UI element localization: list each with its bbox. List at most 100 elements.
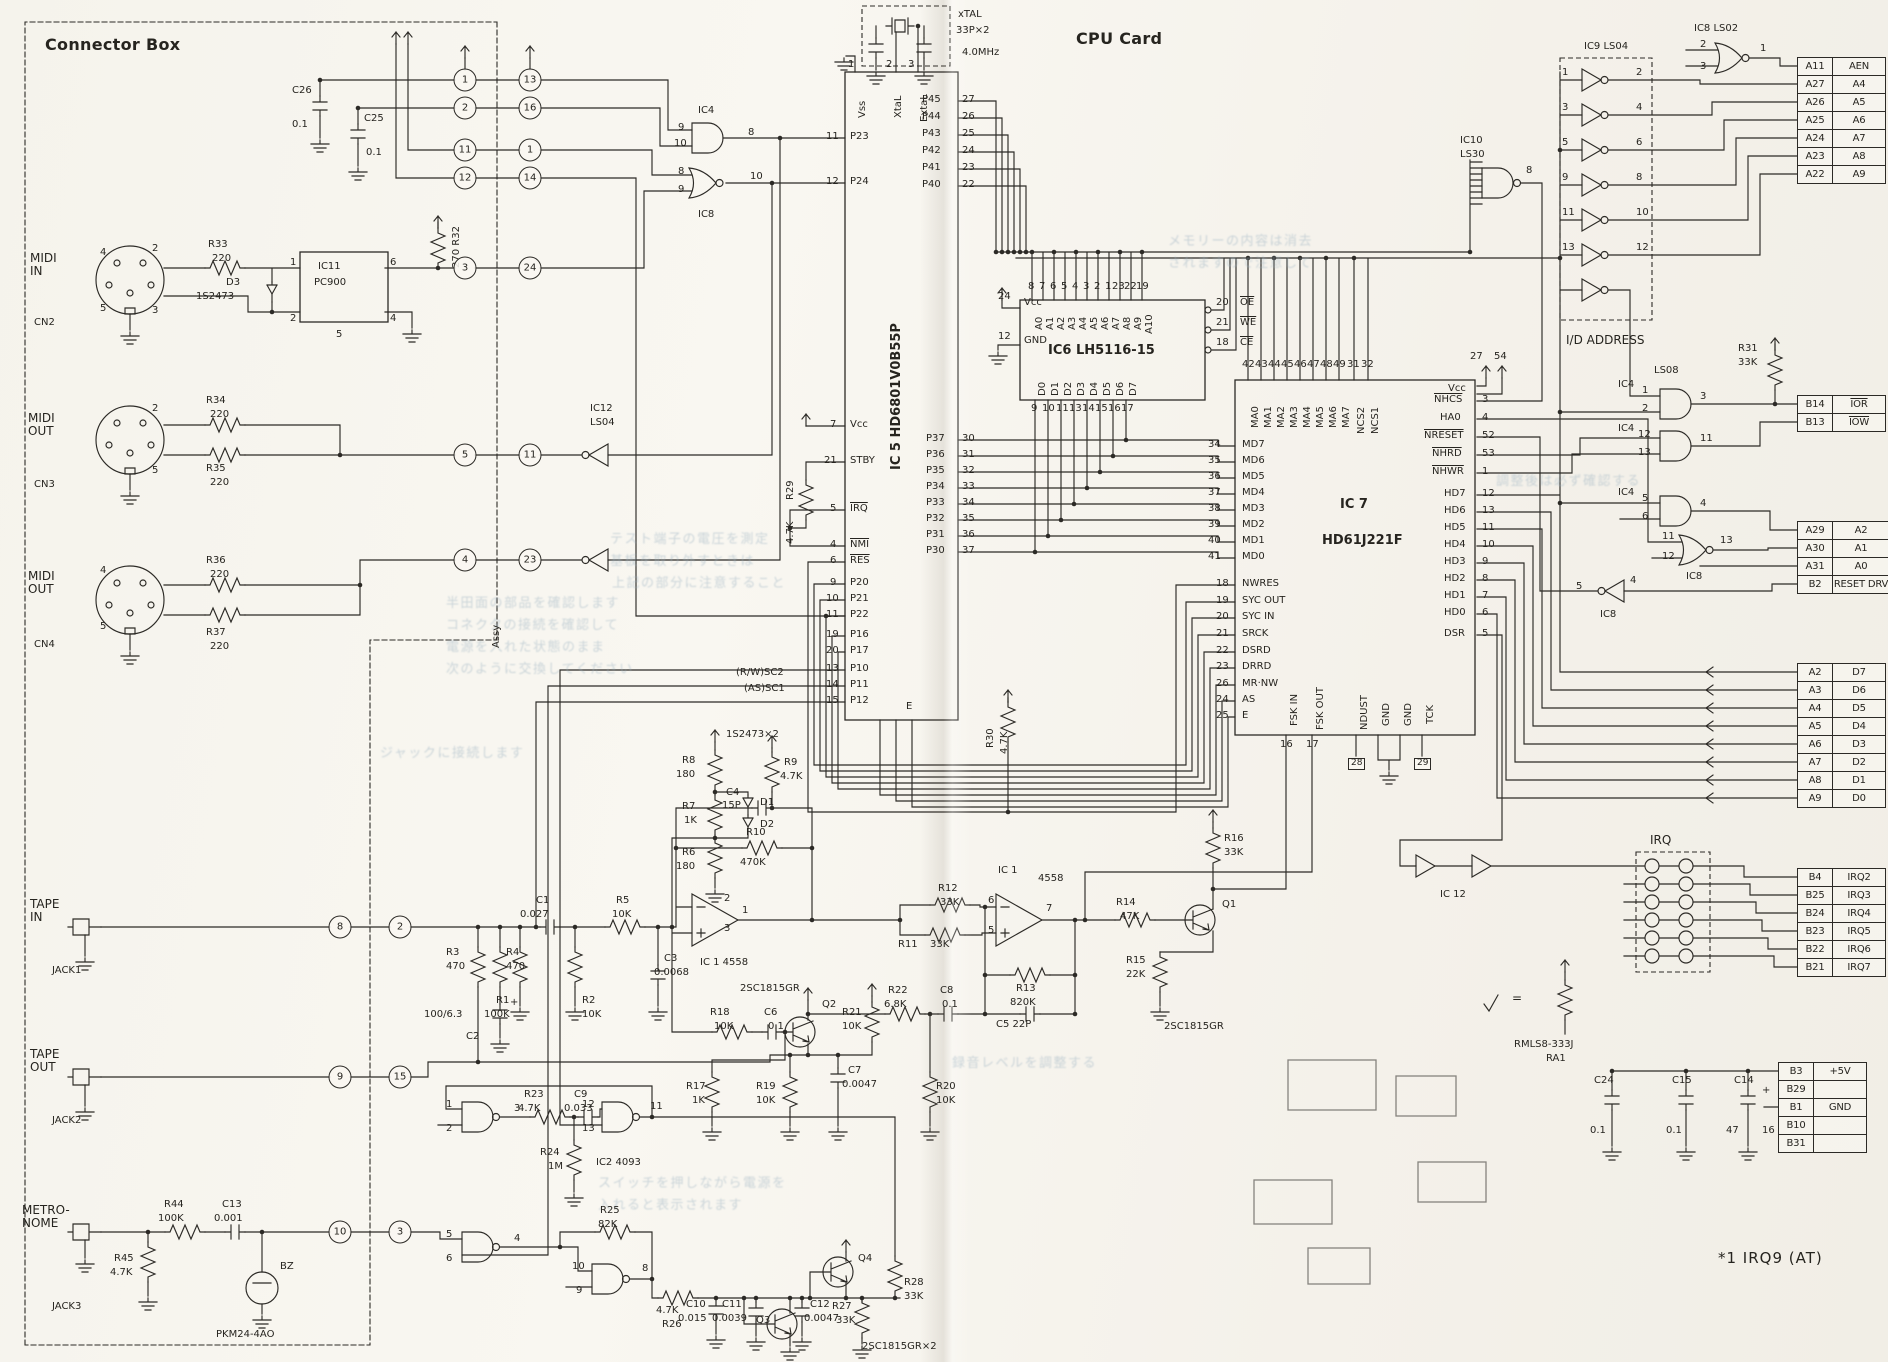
- schematic-label: 0.027: [520, 909, 549, 920]
- schematic-label: R29: [785, 480, 796, 500]
- ic5-box: [844, 71, 959, 721]
- schematic-label: 21: [1216, 317, 1229, 328]
- schematic-label: 470: [506, 961, 526, 972]
- bus-table-row: B31: [1779, 1134, 1866, 1152]
- schematic-label: C14: [1734, 1075, 1754, 1086]
- bus-signal-cell: IRQ3: [1847, 890, 1871, 901]
- schematic-label: 3: [1562, 102, 1569, 113]
- schematic-label: NCS1: [1370, 406, 1381, 434]
- schematic-label: R31: [1738, 343, 1758, 354]
- schematic-label: 2SC1815GR: [740, 983, 800, 994]
- schematic-label: 7: [1046, 903, 1053, 914]
- schematic-label: 10: [1636, 207, 1649, 218]
- print-bleedthrough: テスト端子の電圧を測定: [610, 532, 770, 547]
- schematic-label: OE: [1240, 297, 1255, 308]
- print-bleedthrough: 録音レベルを調整する: [952, 1056, 1098, 1071]
- connector-pin: 23: [518, 548, 542, 572]
- bus-signal-cell: A7: [1852, 133, 1866, 144]
- schematic-label: D3: [226, 277, 241, 288]
- schematic-label: 22: [1124, 281, 1137, 292]
- schematic-label: 3: [152, 305, 159, 316]
- schematic-label: R36: [206, 555, 226, 566]
- schematic-label: C13: [222, 1199, 242, 1210]
- schematic-label: 100K: [158, 1213, 184, 1224]
- schematic-label: R10: [746, 827, 766, 838]
- schematic-label: 1: [1760, 43, 1767, 54]
- schematic-label: 47: [1307, 359, 1320, 370]
- schematic-label: 1K: [684, 815, 697, 826]
- bus-pin-cell: A9: [1798, 790, 1833, 807]
- schematic-label: 22: [962, 179, 975, 190]
- schematic-label: 25: [962, 128, 975, 139]
- schematic-label: Q3: [756, 1315, 771, 1326]
- schematic-label: MA7: [1341, 406, 1352, 428]
- schematic-label: 14: [826, 679, 839, 690]
- schematic-label: 2: [152, 243, 159, 254]
- schematic-label: 6: [988, 895, 995, 906]
- schematic-label: 10: [1042, 403, 1055, 414]
- schematic-label: 4: [390, 313, 397, 324]
- schematic-label: P12: [850, 695, 869, 706]
- schematic-label: 10: [674, 138, 687, 149]
- schematic-label: P42: [922, 145, 941, 156]
- bus-signal-cell: IRQ6: [1847, 944, 1871, 955]
- schematic-label: MD7: [1242, 439, 1265, 450]
- bus-signal-cell: IRQ7: [1847, 962, 1871, 973]
- schematic-label: R1: [496, 995, 510, 1006]
- schematic-label: P22: [850, 609, 869, 620]
- ic12-label: IC12: [590, 403, 613, 414]
- bus-pin-cell: A24: [1798, 130, 1833, 147]
- schematic-label: 1: [1482, 466, 1489, 477]
- bus-pin-cell: A26: [1798, 94, 1833, 111]
- schematic-label: 33K: [1224, 847, 1244, 858]
- schematic-label: 10K: [612, 909, 632, 920]
- bus-signal-cell: D6: [1852, 685, 1866, 696]
- schematic-label: IC 1: [998, 865, 1018, 876]
- schematic-label: P10: [850, 663, 869, 674]
- schematic-label: 41: [1208, 551, 1221, 562]
- connector-pin: 12: [453, 166, 477, 190]
- schematic-label: 1: [1642, 385, 1649, 396]
- schematic-label: MD2: [1242, 519, 1265, 530]
- schematic-label: P34: [926, 481, 945, 492]
- schematic-label: MA0: [1250, 406, 1261, 428]
- schematic-label: MA1: [1263, 406, 1274, 428]
- connector-pin: 9: [328, 1065, 352, 1089]
- schematic-label: 0.0039: [712, 1313, 747, 1324]
- schematic-label: 2: [1700, 39, 1707, 50]
- schematic-label: 4: [1072, 281, 1079, 292]
- schematic-label: IC8: [1686, 571, 1703, 582]
- bus-signal-cell: D5: [1852, 703, 1866, 714]
- schematic-label: P43: [922, 128, 941, 139]
- schematic-label: E: [1242, 710, 1249, 721]
- schematic-label: 13: [582, 1123, 595, 1134]
- schematic-label: WE: [1240, 317, 1257, 328]
- tape-out-jack: [67, 1068, 102, 1086]
- bus-signal-cell: [1814, 1117, 1866, 1134]
- schematic-label: 13: [1638, 447, 1651, 458]
- schematic-label: 48: [1320, 359, 1333, 370]
- connector-pin: 14: [518, 166, 542, 190]
- schematic-label: 33P×2: [956, 25, 990, 36]
- schematic-label: 33K: [836, 1315, 856, 1326]
- schematic-label: 2: [886, 59, 893, 70]
- schematic-label: 46: [1294, 359, 1307, 370]
- schematic-label: 12: [998, 331, 1011, 342]
- schematic-label: D4: [1089, 381, 1100, 396]
- pin-number-box: 29: [1414, 758, 1432, 770]
- bus-pin-cell: A8: [1798, 772, 1833, 789]
- ic8-label: IC8 LS02: [1694, 23, 1739, 34]
- ic11-box: [299, 251, 389, 323]
- schematic-label: C11: [722, 1299, 742, 1310]
- schematic-label: 2: [152, 403, 159, 414]
- schematic-label: 2: [724, 893, 731, 904]
- schematic-label: R14: [1116, 897, 1136, 908]
- schematic-label: 38: [1208, 503, 1221, 514]
- schematic-label: 82K: [598, 1219, 618, 1230]
